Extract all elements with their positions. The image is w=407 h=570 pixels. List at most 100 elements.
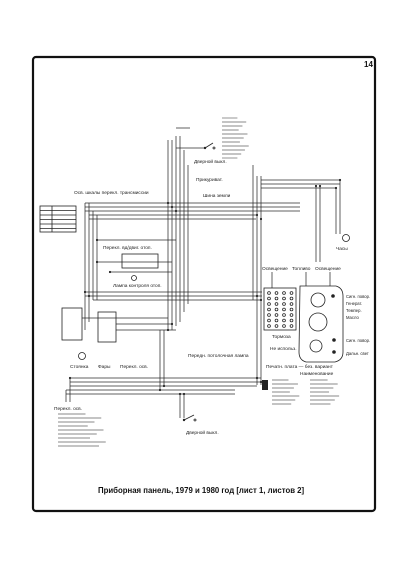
junction-dot	[87, 294, 91, 298]
connector-pin	[282, 307, 286, 312]
connector-pin	[289, 318, 294, 323]
label-not-used: Не использ.	[270, 346, 297, 352]
table-frame	[39, 205, 77, 233]
main-gauge	[308, 312, 328, 332]
connector-pin	[289, 302, 294, 306]
indicator-lamp	[331, 294, 335, 298]
connector-pin	[274, 307, 279, 312]
switch-contact	[193, 418, 197, 422]
junction-dot	[170, 205, 174, 209]
junction-dot	[166, 201, 170, 205]
connector-pin	[274, 296, 279, 301]
label-oil: Масло	[346, 315, 359, 320]
junction-dot	[178, 392, 182, 396]
connector-pin	[282, 291, 286, 295]
connector-pin	[282, 313, 286, 317]
junction-dot	[162, 384, 166, 388]
connector-pin	[274, 313, 279, 317]
junction-dot	[314, 184, 318, 188]
page-caption: Приборная панель, 1979 и 1980 год [лист …	[98, 486, 305, 495]
connector-pin	[267, 302, 271, 306]
label-door-switch-bottom: Дверной выкл.	[186, 429, 219, 436]
connector-pin	[274, 302, 279, 306]
junction-dot	[259, 217, 263, 221]
junction-dot	[166, 328, 170, 332]
connector-pin	[282, 324, 286, 328]
connector-pin	[274, 318, 279, 323]
label-heater-lamp: Лампа контроля отоп.	[113, 283, 162, 289]
clock-symbol	[342, 234, 350, 242]
light-switch-body	[61, 307, 83, 341]
label-alternator: Генерат.	[346, 301, 362, 306]
connector-pin	[289, 313, 294, 317]
page-frame	[31, 55, 377, 513]
junction-dot	[338, 178, 342, 182]
connector-pin	[282, 318, 286, 323]
parking-lamp-symbol	[78, 352, 86, 360]
label-illumination-right: Освещение	[315, 266, 341, 272]
label-temperature: Темпер.	[346, 308, 362, 313]
label-dome-lamp: Передн. потолочная лампа	[188, 353, 249, 359]
connector-pin	[274, 324, 279, 328]
label-light-switch-bottom: Перекл. осв.	[54, 406, 82, 412]
label-printed-circuit: Печатн. плата — без. вариант	[266, 364, 334, 370]
junction-dot	[68, 376, 72, 380]
label-fuel: Топливо	[292, 266, 311, 272]
cluster-outline	[298, 285, 344, 363]
label-cigar-lighter: Прикуриват.	[196, 177, 223, 183]
switch-lever	[204, 142, 214, 149]
connector-pin	[274, 291, 279, 295]
junction-dot	[255, 213, 259, 217]
label-legend-heading: Наименование	[300, 371, 334, 377]
label-light-switch: Перекл. осв.	[120, 364, 148, 370]
label-parking: Стоянка	[70, 364, 89, 370]
label-turn-signal-2: Сигн. повор.	[346, 338, 370, 343]
connector-pin	[267, 324, 271, 328]
door-switch-top-symbol	[203, 142, 216, 150]
junction-dot	[95, 238, 99, 242]
door-switch-bottom-symbol	[182, 414, 197, 422]
connector-pin	[282, 302, 286, 306]
wire-harness	[65, 127, 341, 418]
label-door-switch-top: Дверной выкл.	[194, 158, 227, 165]
connector-pin	[267, 291, 271, 295]
switch-contact	[212, 146, 216, 150]
label-heater-fan-switch: Перекл. вд/двиг. отоп.	[103, 245, 152, 251]
junction-dot	[158, 388, 162, 392]
instrument-cluster	[298, 285, 344, 363]
junction-dot	[182, 392, 186, 396]
label-headlamps: Фары	[98, 364, 111, 370]
junction-dot	[318, 184, 322, 188]
pcb-connector	[263, 287, 297, 331]
legend-blocks	[58, 117, 340, 447]
connector-pin	[282, 296, 286, 301]
lower-gauge	[309, 339, 323, 353]
switch-contacts-block	[97, 311, 117, 343]
connector-pin	[267, 318, 271, 323]
heater-lamp-symbol	[131, 275, 137, 281]
connector-pin	[289, 296, 294, 301]
junction-dot	[255, 376, 259, 380]
fuel-gauge	[310, 292, 326, 308]
connector-pin	[289, 324, 294, 328]
switch-lever	[183, 414, 195, 421]
junction-dots	[68, 178, 342, 396]
connector-pin	[267, 313, 271, 317]
wire-color-table	[39, 205, 77, 233]
connector-pin	[267, 296, 271, 301]
junction-dot	[334, 186, 338, 190]
connector-body	[263, 287, 297, 331]
junction-dot	[255, 294, 259, 298]
junction-dot	[95, 260, 99, 264]
label-turn-signal-1: Сигн. повор.	[346, 294, 370, 299]
junction-dot	[259, 380, 263, 384]
junction-dot	[83, 290, 87, 294]
junction-dot	[259, 298, 263, 302]
connector-pin	[267, 307, 271, 312]
connector-pin	[289, 291, 294, 295]
indicator-lamp	[332, 338, 336, 342]
junction-dot	[170, 322, 174, 326]
junction-dot	[108, 270, 112, 274]
indicator-lamp	[332, 350, 336, 354]
